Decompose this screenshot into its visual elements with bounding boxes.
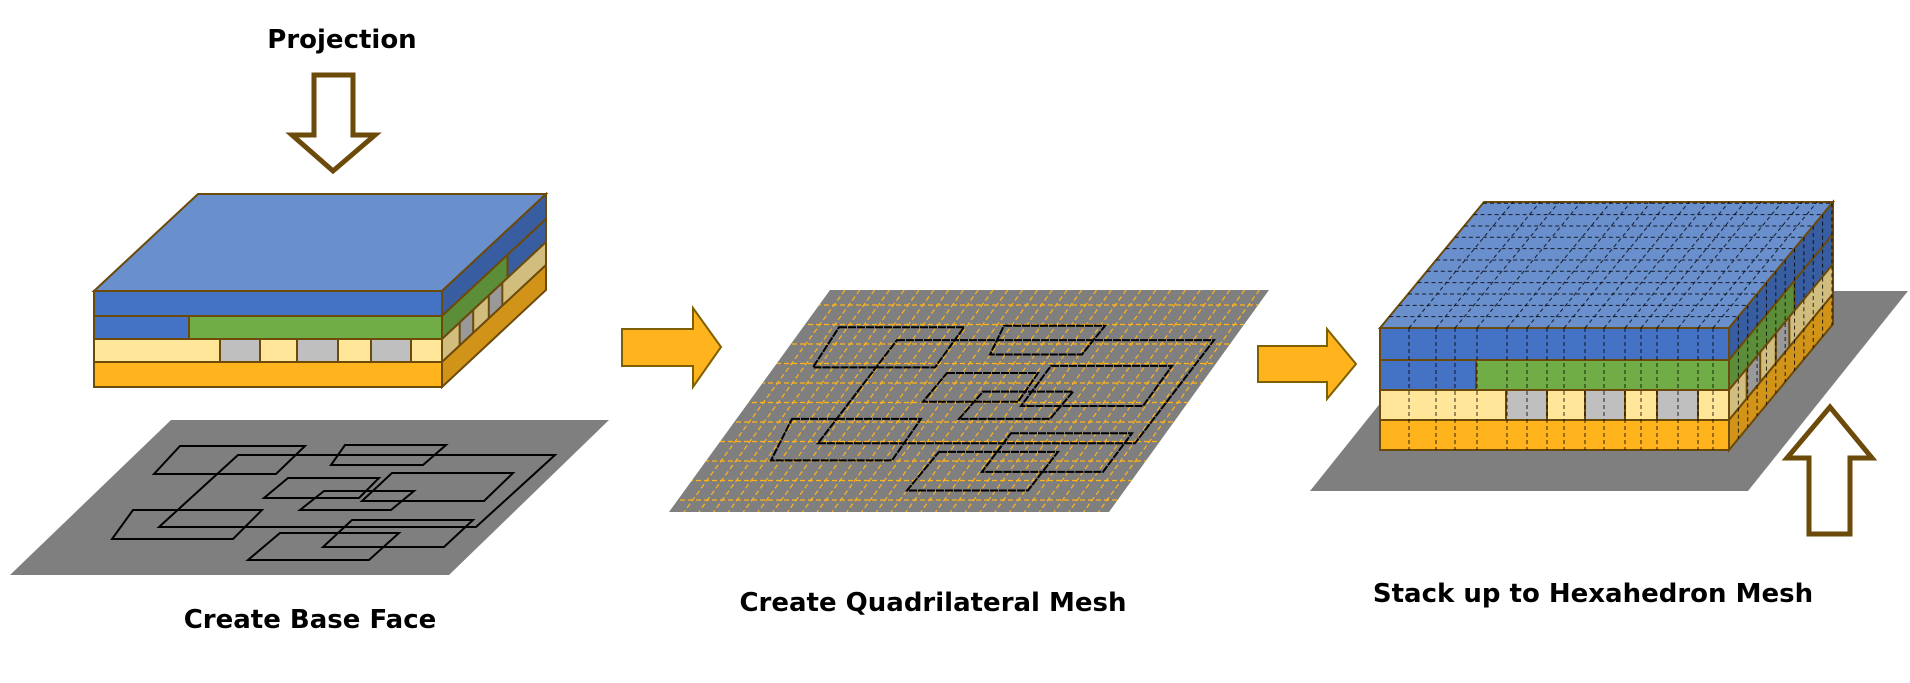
- face-outline: [245, 532, 402, 561]
- face-outline: [320, 519, 476, 548]
- side-layer-4: [1728, 291, 1834, 453]
- face-outline: [261, 477, 382, 499]
- mesh-line-slanted: [683, 290, 846, 512]
- mesh-line-slanted: [994, 290, 1157, 512]
- front-layer-3-gray-block: [370, 338, 412, 363]
- mesh-line-slanted: [727, 290, 890, 512]
- top-mesh-line-depth: [1408, 201, 1514, 329]
- right-arrow-icon-1: [621, 304, 723, 391]
- mesh-face-outline: [815, 339, 1217, 445]
- top-mesh-line-depth: [1584, 201, 1690, 329]
- mesh-line-slanted: [757, 290, 920, 512]
- top-mesh-line-depth: [1697, 201, 1803, 329]
- front-layer-2-blue: [1379, 359, 1477, 391]
- top-mesh-line-depth: [1435, 201, 1541, 329]
- mesh-face-outline: [988, 324, 1108, 356]
- quad-mesh-plane: [669, 290, 1269, 512]
- top-mesh-line-depth: [1656, 201, 1762, 329]
- mesh-line-slanted: [801, 290, 964, 512]
- front-layer-2-green: [188, 315, 443, 340]
- projection-label: Projection: [267, 25, 416, 55]
- layered-model-block: [91, 191, 549, 390]
- front-layer-4-orange: [1379, 419, 1730, 451]
- mesh-line-slanted: [816, 290, 979, 512]
- face-outline: [110, 509, 265, 540]
- quad-mesh-caption: Create Quadrilateral Mesh: [739, 588, 1126, 618]
- face-outline: [297, 490, 417, 511]
- mesh-line-slanted: [949, 290, 1112, 512]
- face-outline: [156, 454, 558, 528]
- front-layer-1-blue: [1379, 327, 1730, 361]
- front-layer-2-green: [1475, 359, 1730, 391]
- top-mesh-line-depth: [1546, 201, 1652, 329]
- top-mesh-line-depth: [1476, 201, 1582, 329]
- top-mesh-line-depth: [1712, 201, 1818, 329]
- face-outline: [329, 444, 449, 466]
- top-mesh-line-depth: [1677, 201, 1783, 329]
- mesh-line-slanted: [698, 290, 861, 512]
- top-mesh-line-depth: [1506, 201, 1612, 329]
- mesh-face-outline: [979, 432, 1135, 473]
- top-mesh-line-depth: [1640, 201, 1746, 329]
- mesh-line-slanted: [1038, 290, 1201, 512]
- hex-mesh-caption: Stack up to Hexahedron Mesh: [1373, 579, 1813, 609]
- front-layer-3-gray-block: [296, 338, 339, 363]
- front-layer-1-blue: [93, 290, 443, 317]
- mesh-line-slanted: [831, 290, 994, 512]
- mesh-face-outline: [904, 450, 1061, 492]
- face-outline: [151, 445, 308, 475]
- mesh-line-slanted: [772, 290, 935, 512]
- front-layer-3-gray-block: [1584, 389, 1626, 421]
- front-layer-4-orange: [93, 361, 443, 388]
- front-layer-2-blue: [93, 315, 190, 340]
- mesh-line-slanted: [979, 290, 1142, 512]
- top-mesh-line-depth: [1563, 201, 1669, 329]
- top-mesh-line-depth: [1526, 201, 1632, 329]
- mesh-line-slanted: [1009, 290, 1172, 512]
- base-face-caption: Create Base Face: [184, 605, 437, 635]
- mesh-line-slanted: [1097, 290, 1260, 512]
- base-face-plane: [10, 420, 609, 575]
- mesh-line-slanted: [964, 290, 1127, 512]
- mesh-face-outline: [956, 390, 1076, 420]
- mesh-face-outline: [769, 417, 923, 462]
- mesh-line-slanted: [1068, 290, 1231, 512]
- up-arrow-icon: [1781, 403, 1878, 537]
- mesh-line-slanted: [1083, 290, 1246, 512]
- mesh-line-slanted: [1023, 290, 1186, 512]
- top-mesh-line-depth: [1603, 201, 1709, 329]
- top-mesh-line-depth: [1454, 201, 1560, 329]
- projection-down-arrow-icon: [285, 72, 382, 175]
- side-layer-4: [441, 262, 547, 390]
- mesh-face-outline: [811, 326, 966, 369]
- right-arrow-icon-2: [1257, 326, 1358, 402]
- front-layer-3-gray-block: [219, 338, 261, 363]
- mesh-line-slanted: [1053, 290, 1216, 512]
- mesh-line-slanted: [713, 290, 876, 512]
- top-mesh-line-depth: [1624, 201, 1730, 329]
- mesh-face-outline: [920, 372, 1040, 403]
- hexahedron-mesh-block: [1377, 199, 1836, 453]
- mesh-line-slanted: [742, 290, 905, 512]
- mesh-line-slanted: [787, 290, 950, 512]
